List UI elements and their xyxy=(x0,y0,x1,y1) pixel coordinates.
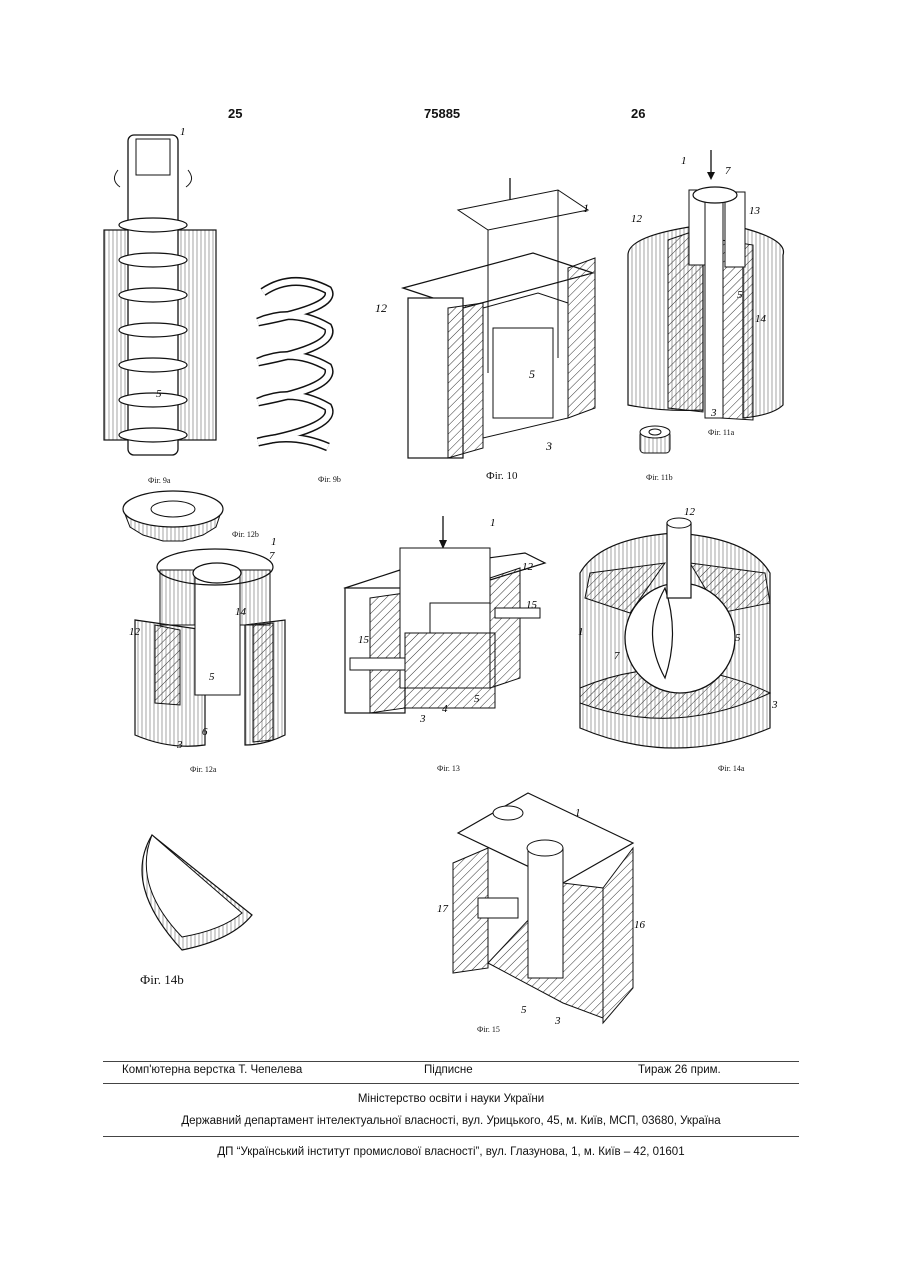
figure-15-drawing: 1 17 16 5 3 xyxy=(433,788,648,1038)
caption-fig-15: Фіг. 15 xyxy=(477,1025,500,1034)
label-15-5: 5 xyxy=(521,1004,527,1016)
footer-signed: Підписне xyxy=(424,1064,473,1076)
label-11a-13: 13 xyxy=(749,205,761,217)
figure-14a-drawing: 12 1 7 5 3 xyxy=(570,503,785,758)
label-15-3: 3 xyxy=(554,1015,561,1027)
caption-fig-10: Фіг. 10 xyxy=(486,470,518,482)
label-12a-1: 1 xyxy=(271,536,277,548)
caption-fig-9b: Фіг. 9b xyxy=(318,475,341,484)
footer-compiler: Комп'ютерна верстка Т. Чепелева xyxy=(122,1064,302,1076)
caption-fig-12a: Фіг. 12а xyxy=(190,765,216,774)
footer-rule-top xyxy=(103,1061,799,1062)
footer-ministry: Міністерство освіти і науки України xyxy=(103,1093,799,1105)
figure-11a-drawing: 1 7 13 12 5 14 3 xyxy=(623,150,798,440)
footer-institute: ДП “Український інститут промислової вла… xyxy=(103,1146,799,1158)
figure-11b-drawing xyxy=(636,423,676,457)
label-11a-7: 7 xyxy=(725,165,731,177)
caption-fig-13: Фіг. 13 xyxy=(437,764,460,773)
label-12a-12: 12 xyxy=(129,626,141,638)
footer-rule-bottom xyxy=(103,1136,799,1137)
label-15-17: 17 xyxy=(437,903,449,915)
label-11a-14: 14 xyxy=(755,313,767,325)
figure-9b-drawing xyxy=(243,272,343,472)
caption-fig-14b: Фіг. 14b xyxy=(140,972,184,988)
figure-14b-drawing xyxy=(122,825,257,955)
label-12a-14: 14 xyxy=(235,606,247,618)
label-9a-1: 1 xyxy=(180,126,186,138)
label-12a-3: 3 xyxy=(176,739,183,751)
caption-fig-9a: Фіг. 9а xyxy=(148,476,170,485)
label-12a-7: 7 xyxy=(269,550,275,562)
footer-department: Державний департамент інтелектуальної вл… xyxy=(103,1115,799,1127)
label-15-16: 16 xyxy=(634,919,646,931)
label-12a-6: 6 xyxy=(202,726,208,738)
caption-fig-11a: Фіг. 11а xyxy=(708,428,734,437)
label-13-15-right: 15 xyxy=(526,599,538,611)
label-11a-1: 1 xyxy=(681,155,687,167)
label-13-3: 3 xyxy=(419,713,426,723)
label-13-12: 12 xyxy=(522,561,534,573)
label-13-5: 5 xyxy=(474,693,480,705)
footer-circulation: Тираж 26 прим. xyxy=(638,1064,721,1076)
patent-number: 75885 xyxy=(424,106,460,121)
footer-rule-middle xyxy=(103,1083,799,1084)
label-11a-5: 5 xyxy=(737,289,743,301)
figure-10-drawing: 1 12 5 3 xyxy=(373,178,603,463)
caption-fig-14a: Фіг. 14а xyxy=(718,764,744,773)
label-11a-12: 12 xyxy=(631,213,643,225)
label-14a-7: 7 xyxy=(614,650,620,662)
label-13-15-left: 15 xyxy=(358,634,370,646)
label-11a-3: 3 xyxy=(710,407,717,419)
figure-13-drawing: 1 12 15 15 4 5 3 xyxy=(340,508,550,723)
label-9a-5: 5 xyxy=(156,388,162,400)
label-12a-5: 5 xyxy=(209,671,215,683)
label-13-4: 4 xyxy=(442,703,448,715)
label-10-3: 3 xyxy=(545,439,552,453)
label-14a-1: 1 xyxy=(578,626,584,638)
page-number-right: 26 xyxy=(631,106,645,121)
label-14a-3: 3 xyxy=(771,699,778,711)
label-14a-5: 5 xyxy=(735,632,741,644)
label-10-12: 12 xyxy=(375,301,387,315)
figure-9a-drawing: 1 5 xyxy=(100,125,225,470)
label-15-1: 1 xyxy=(575,807,581,819)
caption-fig-11b: Фіг. 11b xyxy=(646,473,673,482)
page-number-left: 25 xyxy=(228,106,242,121)
figure-12a-drawing: 1 7 14 12 5 3 6 xyxy=(125,535,290,755)
label-13-1: 1 xyxy=(490,517,496,529)
label-10-1: 1 xyxy=(583,201,589,215)
label-14a-12: 12 xyxy=(684,506,696,518)
label-10-5: 5 xyxy=(529,367,535,381)
